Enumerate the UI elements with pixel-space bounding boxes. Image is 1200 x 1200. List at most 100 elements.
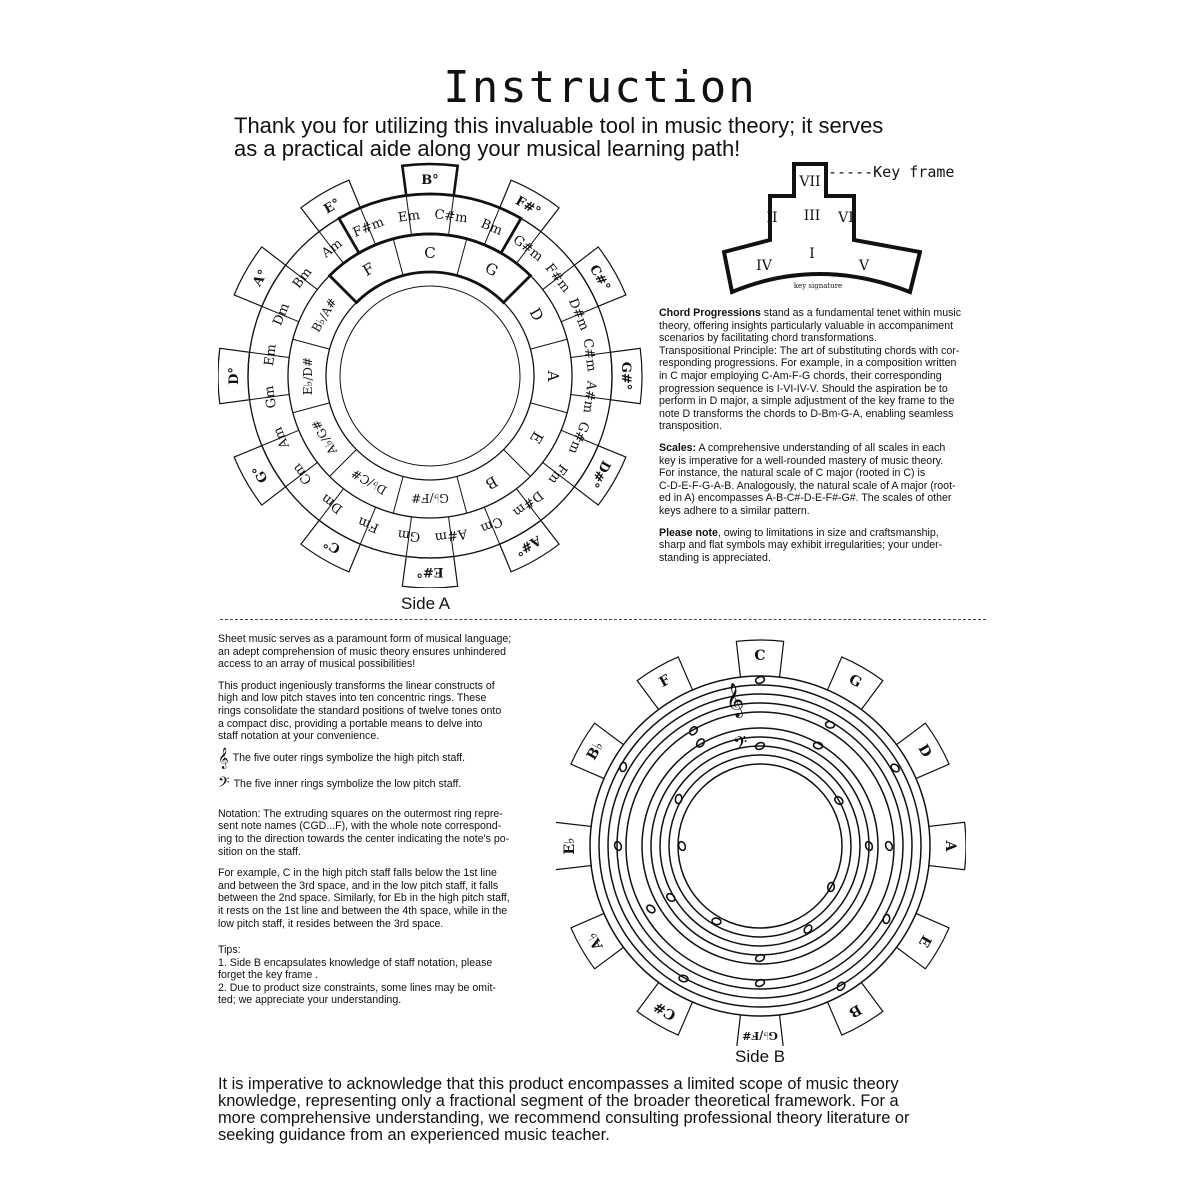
treble-legend: 𝄞 The five outer rings symbolize the hig… [218, 747, 548, 769]
ring-divider [516, 231, 542, 264]
major-chord-label: D♭/C# [349, 466, 389, 497]
whole-note [688, 726, 699, 736]
text-line: staff notation at your convenience. [218, 730, 380, 743]
ring-divider [329, 449, 357, 477]
whole-note [674, 793, 683, 805]
side-b-explanation: Sheet music serves as a paramount form o… [218, 633, 548, 1016]
ring-divider [448, 195, 455, 236]
diminished-label: B° [421, 173, 439, 188]
please-note-heading: Please note [659, 526, 718, 539]
text-line: access to an array of musical possibilit… [218, 658, 416, 671]
ring-divider [530, 338, 568, 350]
ring-divider [285, 264, 318, 290]
roman-numeral: VII [798, 174, 820, 190]
ring-divider [448, 516, 455, 557]
ring-divider [456, 238, 468, 276]
side-a-label: Side A [401, 594, 451, 613]
minor-chord-label: Bm [478, 217, 504, 239]
note-name-label: C [754, 648, 765, 664]
ring-divider [560, 429, 599, 447]
text-line: stand as a fundamental tenet within musi… [760, 307, 962, 319]
whole-note [812, 741, 824, 750]
diminished-label: E° [321, 196, 343, 217]
treble-legend-text: The five outer rings symbolize the high … [232, 752, 466, 765]
text-line: This product ingeniously transforms the … [218, 679, 495, 692]
text-line: C-D-E-F-G-A-B. Analogously, the natural … [659, 479, 956, 492]
ring-divider [249, 351, 290, 358]
minor-chord-label: D#m [565, 296, 592, 333]
text-line: forget the key frame . [218, 969, 319, 982]
text-line: 1. Side B encapsulates knowledge of staf… [218, 956, 493, 969]
text-line: progression sequence is I-VI-IV-V. Shoul… [659, 382, 948, 395]
key-frame-shape [722, 162, 922, 295]
closing-line: seeking guidance from an experienced mus… [218, 1126, 610, 1144]
whole-note [836, 981, 846, 992]
ring-divider [292, 402, 330, 414]
intro-paragraph: Sheet music serves as a paramount form o… [218, 633, 548, 671]
chord-progressions-heading: Chord Progressions [659, 307, 761, 319]
intro-line: as a practical aide along your musical l… [234, 136, 741, 161]
ring-divider [318, 488, 344, 521]
treble-staff-ring [616, 702, 904, 990]
text-line: note D transforms the chords to D-Bm-G-A… [659, 407, 954, 420]
whole-note [882, 913, 891, 925]
treble-clef-icon: 𝄞 [218, 747, 229, 769]
diminished-label: D° [227, 367, 242, 385]
roman-numeral: IV [756, 258, 773, 274]
ring-divider [570, 394, 611, 401]
text-line: an adept comprehension of music theory e… [218, 645, 506, 658]
side-b-label: Side B [735, 1047, 786, 1066]
whole-note [824, 720, 836, 729]
closing-line: more comprehensive understanding, we rec… [218, 1109, 910, 1127]
text-line: ing to the direction towards the center … [218, 832, 510, 845]
bass-legend: 𝄢 The five inner rings symbolize the low… [218, 775, 548, 793]
minor-chord-label: G#m [565, 419, 592, 456]
minor-chord-label: Em [397, 208, 421, 226]
minor-chord-label: Gm [397, 526, 421, 544]
scales-heading: Scales: [659, 441, 697, 454]
ring-divider [392, 238, 404, 276]
text-line: rings consolidate the standard positions… [218, 704, 502, 717]
bass-staff-ring [659, 745, 861, 947]
side-a-explanation: Chord Progressions stand as a fundamenta… [659, 307, 989, 573]
minor-chord-label: F#m [542, 261, 574, 296]
ring-divider [456, 476, 468, 514]
ring-divider [318, 231, 344, 264]
text-line: standing is appreciated. [659, 551, 771, 564]
roman-numeral: VI [837, 210, 854, 226]
note-name-label: B♭ [584, 739, 607, 763]
major-chord-label: E [526, 428, 547, 446]
intro-text: Thank you for utilizing this invaluable … [234, 114, 994, 160]
whole-note [890, 763, 900, 773]
text-line: high and low pitch staves into ten conce… [218, 692, 487, 705]
minor-chord-label: A#m [434, 525, 469, 544]
ring-divider [405, 195, 412, 236]
product-paragraph: This product ingeniously transforms the … [218, 680, 548, 743]
whole-note [754, 978, 766, 988]
minor-chord-label: C#m [580, 338, 599, 373]
center-hole [339, 285, 521, 467]
whole-note [665, 892, 676, 903]
key-signature-caption: key signature [794, 282, 842, 290]
ring-divider [560, 305, 599, 323]
ring-divider [483, 207, 501, 246]
text-line: Sheet music serves as a paramount form o… [218, 633, 512, 645]
whole-note [826, 881, 836, 893]
major-chord-label: E♭/D# [301, 357, 315, 395]
whole-note [613, 840, 623, 852]
closing-line: It is imperative to acknowledge that thi… [218, 1075, 899, 1093]
text-line: and between the 3rd space, and in the lo… [218, 879, 499, 892]
note-name-label: A [942, 840, 958, 853]
minor-chord-label: A#m [580, 379, 599, 414]
text-line: , owing to limitations in size and craft… [717, 526, 939, 539]
diminished-label: E#° [416, 564, 443, 579]
roman-numeral: III [804, 208, 821, 224]
whole-note [754, 741, 766, 751]
minor-chord-label: Cm [290, 460, 315, 487]
bass-staff-ring [641, 727, 879, 965]
ring-divider [261, 305, 300, 323]
minor-chord-label: Fm [545, 461, 570, 487]
treble-staff-ring [589, 675, 931, 1017]
